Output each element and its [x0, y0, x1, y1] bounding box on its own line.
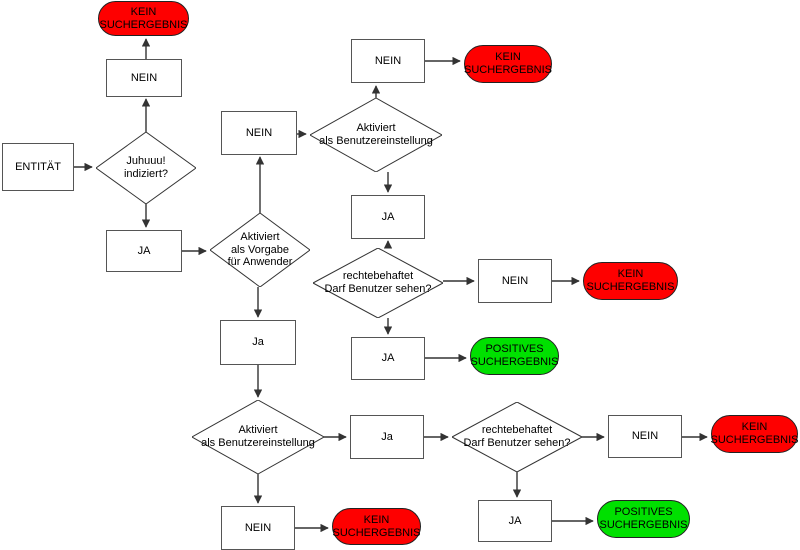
node-decision-rechtebehaftet-darf-benutzer-sehen[interactable]: rechtebehaftet Darf Benutzer sehen? [313, 248, 443, 318]
node-decision-aktiviert-als-benutzereinstellung[interactable]: Aktiviert als Benutzereinstellung [192, 400, 324, 474]
node-process-ja[interactable]: JA [351, 337, 425, 380]
node-label: Ja [381, 430, 393, 443]
diamond-outline [96, 132, 196, 204]
node-process-nein[interactable]: NEIN [351, 39, 425, 83]
diamond-outline [452, 402, 582, 472]
node-process-entitaet[interactable]: ENTITÄT [2, 143, 74, 191]
node-label: JA [381, 352, 395, 365]
diamond-outline [210, 213, 310, 287]
node-label: NEIN [631, 430, 659, 443]
node-process-ja[interactable]: Ja [220, 320, 296, 365]
node-terminator-kein-suchergebnis[interactable]: KEIN SUCHERGEBNIS [332, 508, 421, 545]
node-process-nein[interactable]: NEIN [106, 59, 182, 97]
node-terminator-kein-suchergebnis[interactable]: KEIN SUCHERGEBNIS [583, 262, 678, 300]
node-label: JA [508, 514, 522, 527]
node-terminator-positives-suchergebnis[interactable]: POSITIVES SUCHERGEBNIS [597, 500, 690, 538]
node-terminator-kein-suchergebnis[interactable]: KEIN SUCHERGEBNIS [98, 1, 189, 36]
node-terminator-kein-suchergebnis[interactable]: KEIN SUCHERGEBNIS [464, 45, 552, 83]
node-decision-aktiviert-als-benutzereinstellung[interactable]: Aktiviert als Benutzereinstellung [310, 98, 442, 172]
node-process-ja[interactable]: JA [351, 195, 425, 239]
node-terminator-positives-suchergebnis[interactable]: POSITIVES SUCHERGEBNIS [470, 337, 559, 375]
node-process-nein[interactable]: NEIN [221, 111, 297, 155]
node-process-nein[interactable]: NEIN [221, 506, 295, 550]
node-label: POSITIVES SUCHERGEBNIS [470, 343, 559, 368]
node-label: KEIN SUCHERGEBNIS [710, 421, 799, 446]
node-label: ENTITÄT [15, 160, 61, 173]
node-label: KEIN SUCHERGEBNIS [463, 51, 553, 76]
node-label: NEIN [130, 71, 158, 84]
node-terminator-kein-suchergebnis[interactable]: KEIN SUCHERGEBNIS [710, 415, 799, 453]
node-label: JA [137, 244, 151, 257]
node-label: NEIN [501, 274, 529, 287]
node-process-nein[interactable]: NEIN [478, 259, 552, 303]
node-label: KEIN SUCHERGEBNIS [99, 5, 188, 31]
node-process-nein[interactable]: NEIN [608, 415, 682, 458]
node-label: KEIN SUCHERGEBNIS [332, 513, 421, 539]
diamond-outline [192, 400, 324, 474]
node-label: NEIN [245, 126, 273, 139]
diamond-outline [313, 248, 443, 318]
node-label: POSITIVES SUCHERGEBNIS [599, 506, 688, 531]
diamond-outline [310, 98, 442, 172]
node-decision-juhuuu-indiziert[interactable]: Juhuuu! indiziert? [96, 132, 196, 204]
node-decision-rechtebehaftet-darf-benutzer-sehen[interactable]: rechtebehaftet Darf Benutzer sehen? [452, 402, 582, 472]
node-process-ja[interactable]: Ja [350, 415, 424, 459]
node-process-ja[interactable]: JA [478, 500, 552, 542]
node-label: NEIN [244, 521, 272, 534]
node-decision-aktiviert-als-vorgabe-fuer-anwender[interactable]: Aktiviert als Vorgabe für Anwender [210, 213, 310, 287]
node-process-ja[interactable]: JA [106, 230, 182, 272]
node-label: Ja [252, 336, 264, 349]
node-label: NEIN [374, 54, 402, 67]
node-label: KEIN SUCHERGEBNIS [586, 268, 675, 293]
node-label: JA [381, 210, 395, 223]
